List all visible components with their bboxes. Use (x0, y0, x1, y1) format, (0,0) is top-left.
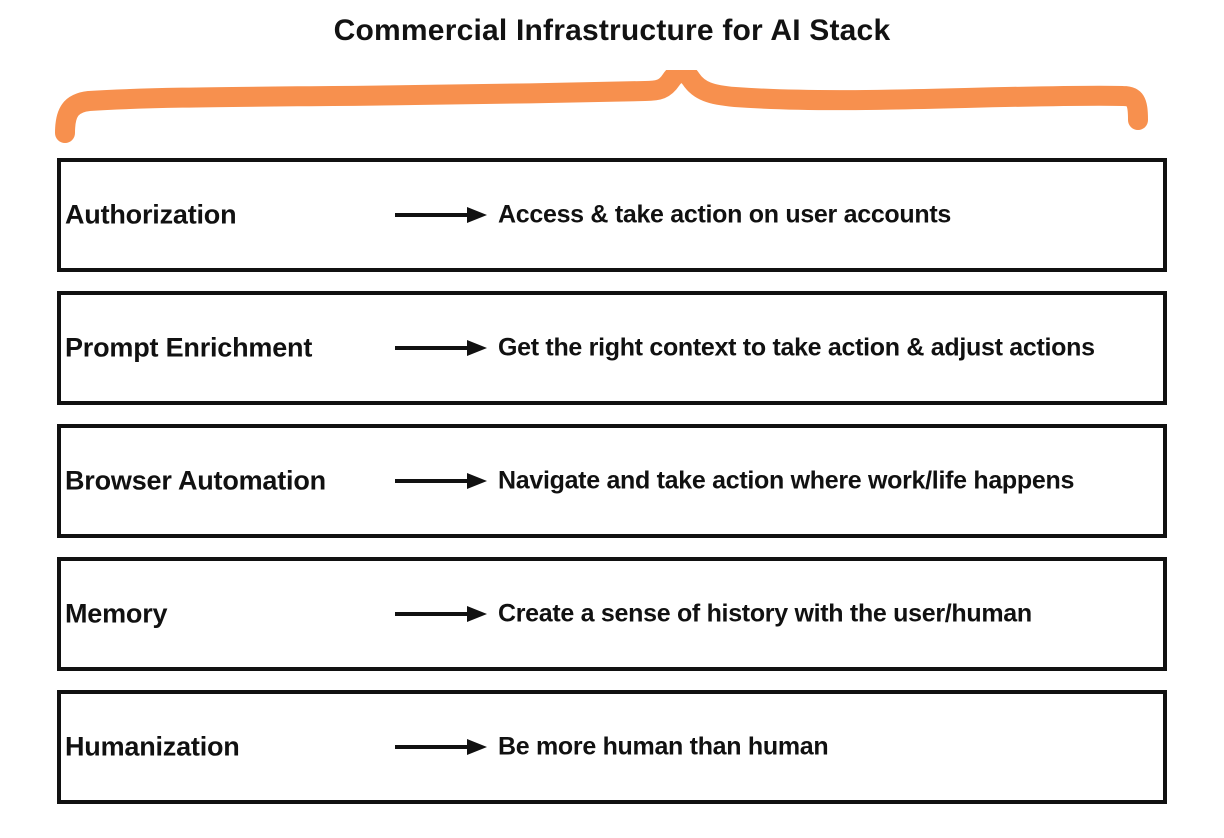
stack-row-label: Authorization (65, 199, 237, 230)
right-arrow-icon (395, 338, 487, 358)
right-arrow-icon (395, 737, 487, 757)
stack-row-description: Access & take action on user accounts (498, 200, 951, 229)
stack-row-humanization[interactable]: Humanization Be more human than human (57, 690, 1167, 804)
orange-brace-underline (45, 70, 1185, 150)
right-arrow-icon (395, 604, 487, 624)
stack-row-authorization[interactable]: Authorization Access & take action on us… (57, 158, 1167, 272)
stack-row-memory[interactable]: Memory Create a sense of history with th… (57, 557, 1167, 671)
stack-row-label: Browser Automation (65, 465, 326, 496)
stack-row-description: Be more human than human (498, 732, 829, 761)
stack-row-label: Memory (65, 598, 168, 629)
right-arrow-icon (395, 205, 487, 225)
stack-row-browser-automation[interactable]: Browser Automation Navigate and take act… (57, 424, 1167, 538)
stack-row-label: Prompt Enrichment (65, 332, 313, 363)
stack-row-prompt-enrichment[interactable]: Prompt Enrichment Get the right context … (57, 291, 1167, 405)
page-title: Commercial Infrastructure for AI Stack (333, 14, 891, 47)
stack-row-description: Navigate and take action where work/life… (498, 466, 1075, 495)
right-arrow-icon (395, 471, 487, 491)
stack-row-description: Get the right context to take action & a… (498, 333, 1095, 362)
stack-layer-list: Authorization Access & take action on us… (57, 158, 1167, 823)
stack-row-label: Humanization (65, 731, 240, 762)
stack-row-description: Create a sense of history with the user/… (498, 599, 1032, 628)
